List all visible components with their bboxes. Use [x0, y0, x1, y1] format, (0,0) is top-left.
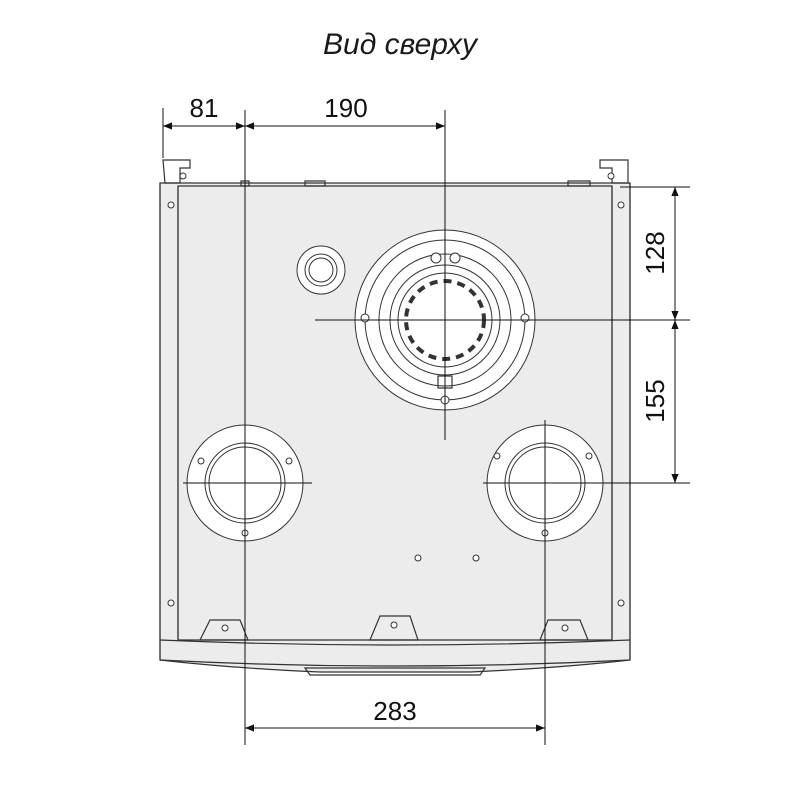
dim-label-283: 283 [373, 696, 416, 726]
bottom-holes [414, 554, 480, 562]
drawing-title: Вид сверху [323, 28, 477, 61]
housing-outline [159, 159, 631, 676]
center-lines [162, 108, 690, 745]
dim-label-190: 190 [324, 93, 367, 123]
dim-label-81: 81 [190, 93, 219, 123]
small-pipe [296, 245, 346, 295]
dim-label-155: 155 [640, 379, 670, 422]
dim-label-128: 128 [640, 231, 670, 274]
